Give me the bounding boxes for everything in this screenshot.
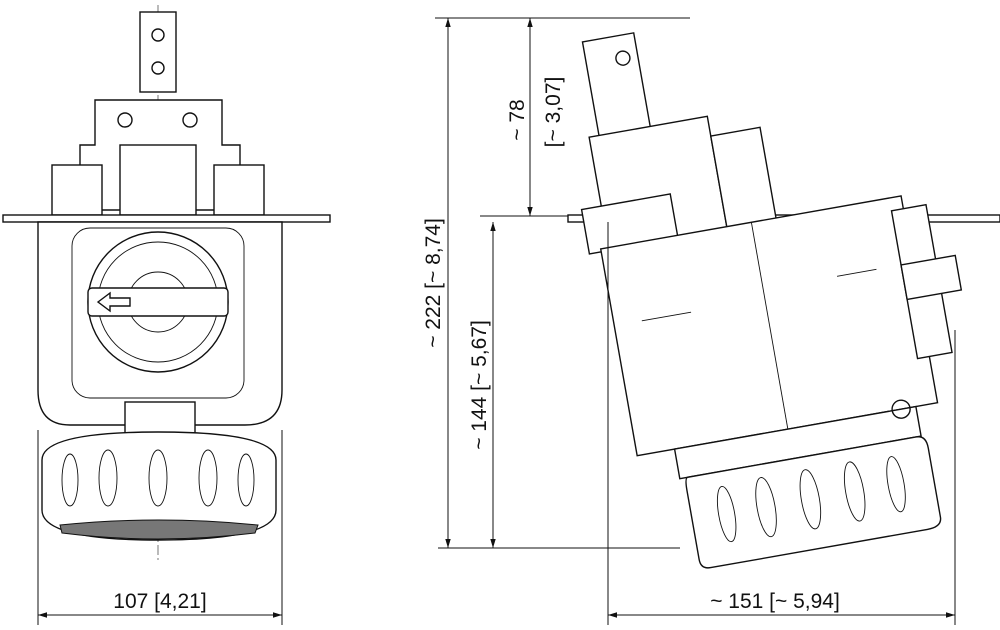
side-width-label: ~ 151 [~ 5,94] <box>710 590 840 613</box>
knob-handle <box>87 287 229 317</box>
side-width-dimension: ~ 151 [~ 5,94] <box>607 222 956 625</box>
height-dimensions: ~ 222 [~ 8,74] ~ 144 [~ 5,67] ~ 78 [~ 3,… <box>422 17 690 549</box>
mounting-plate <box>2 214 331 223</box>
upper-height-label-in: [~ 3,07] <box>542 77 565 148</box>
terminal-top <box>139 11 177 93</box>
front-width-dimension: 107 [4,21] <box>37 430 283 625</box>
side-view <box>567 32 1000 569</box>
lower-height-label: ~ 144 [~ 5,67] <box>468 320 491 450</box>
upper-height-label-mm: ~ 78 <box>506 99 529 140</box>
side-coupling-ring <box>685 436 942 569</box>
total-height-label: ~ 222 [~ 8,74] <box>422 218 445 348</box>
arrow-left-icon <box>96 291 131 313</box>
front-view <box>2 5 331 560</box>
front-width-label: 107 [4,21] <box>113 590 206 613</box>
